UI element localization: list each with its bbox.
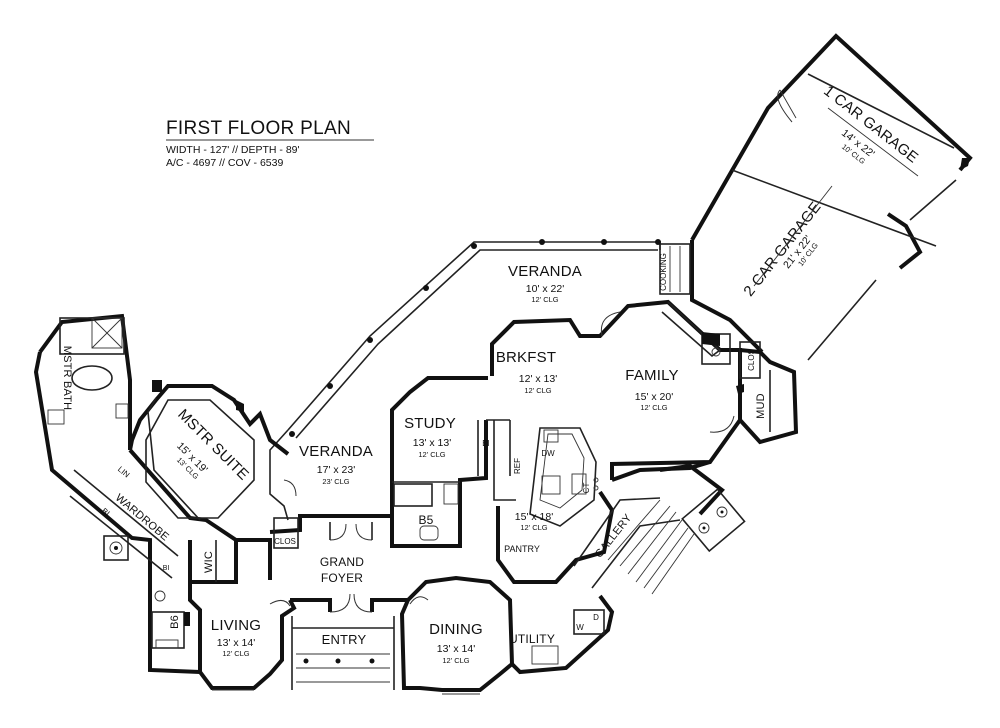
garage-block [659, 33, 973, 361]
dw-label: DW [541, 449, 555, 458]
b6-label: B6 [169, 615, 181, 629]
dining-label: DINING [429, 621, 483, 638]
veranda-top-label: VERANDA [508, 263, 582, 280]
mud-label: MUD [755, 393, 767, 419]
family-label: FAMILY [625, 367, 678, 384]
cooking-label: COOKING [659, 253, 668, 291]
brkfst-clg: 12' CLG [524, 386, 551, 395]
study-label: STUDY [404, 415, 456, 432]
washer-label: W [576, 623, 584, 632]
pantry-label: PANTRY [504, 544, 540, 554]
kitchen-clg: 12' CLG [520, 523, 547, 532]
grand-foyer-label-1: GRAND [320, 555, 364, 569]
dryer-label: D [593, 613, 599, 622]
brkfst-dim: 12' x 13' [519, 373, 557, 385]
living-clg: 12' CLG [222, 649, 249, 658]
study-clg: 12' CLG [418, 450, 445, 459]
plan-title: FIRST FLOOR PLAN [166, 118, 351, 139]
utility-gallery-walls [510, 384, 746, 675]
plan-area: A/C - 4697 // COV - 6539 [166, 157, 283, 169]
brkfst-label: BRKFST [496, 349, 556, 366]
living-label: LIVING [211, 617, 261, 634]
bi-small-label: BI [163, 565, 170, 572]
veranda-top-clg: 12' CLG [531, 295, 558, 304]
family-dim: 15' x 20' [635, 391, 673, 403]
bi-wardrobe-label: BI [100, 506, 112, 518]
entry-label: ENTRY [322, 632, 367, 647]
bi-label: BI [482, 439, 490, 448]
mstr-bath-label: MSTR BATH [61, 346, 73, 411]
b5-label: B5 [418, 513, 433, 527]
veranda-left-clg: 23' CLG [322, 477, 349, 486]
ct-label: CT [582, 483, 591, 494]
veranda-top-outline [287, 239, 661, 439]
grand-foyer-label-2: FOYER [321, 571, 363, 585]
title-block: FIRST FLOOR PLAN WIDTH - 127' // DEPTH -… [166, 118, 374, 169]
kitchen-area [529, 427, 599, 527]
family-clg: 12' CLG [640, 403, 667, 412]
lin-label: LIN [116, 465, 131, 480]
wic-label: WIC [203, 551, 215, 573]
plan-dimensions: WIDTH - 127' // DEPTH - 89' [166, 144, 300, 156]
kitchen-dim: 15' x 18' [515, 511, 553, 523]
study-dim: 13' x 13' [413, 437, 451, 449]
utility-label: UTILITY [509, 632, 555, 646]
veranda-left-dim: 17' x 23' [317, 464, 355, 476]
wic-b6-walls [148, 517, 299, 674]
clos-garage-label: CLOS [747, 349, 756, 371]
dining-clg: 12' CLG [442, 656, 469, 665]
clos-foyer-label: CLOS [274, 537, 296, 546]
ref-label: REF [513, 458, 522, 474]
veranda-top-dim: 10' x 22' [526, 283, 564, 295]
front-rooms-walls [188, 522, 515, 695]
dining-dim: 13' x 14' [437, 643, 475, 655]
main-house-walls [390, 299, 799, 584]
master-wing-walls [33, 313, 290, 590]
veranda-left-label: VERANDA [299, 443, 373, 460]
living-dim: 13' x 14' [217, 637, 255, 649]
